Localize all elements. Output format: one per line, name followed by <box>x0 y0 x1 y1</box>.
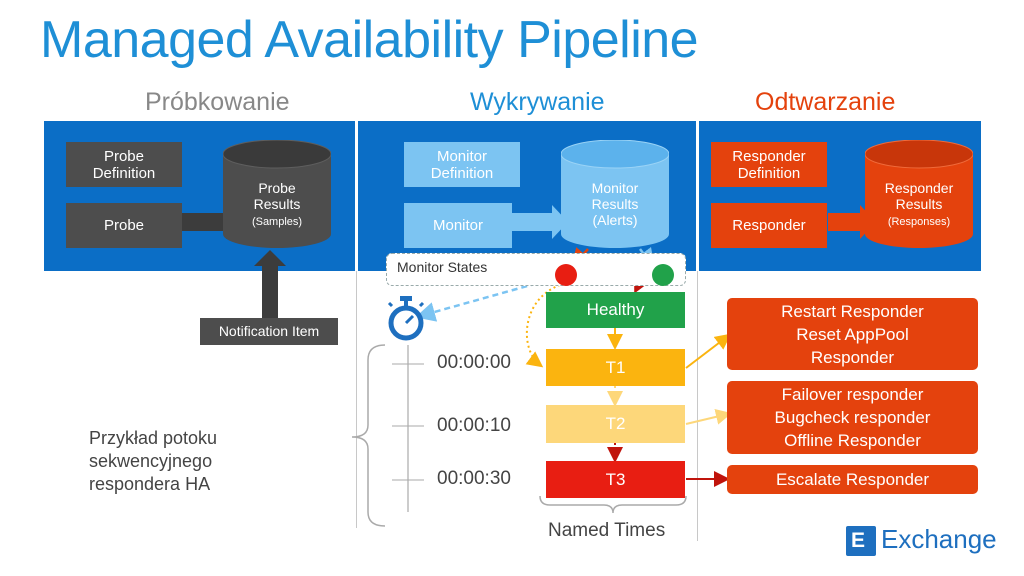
monitor-results-label: Monitor Results (Alerts) <box>591 180 639 228</box>
named-times-label: Named Times <box>548 520 666 541</box>
responder-box: Responder <box>711 203 827 248</box>
monitor-arrow <box>512 205 568 239</box>
monitor-states-box: Monitor States <box>386 253 686 286</box>
probe-results-cylinder: Probe Results (Samples) <box>223 140 331 248</box>
state-healthy: Healthy <box>546 292 685 328</box>
section-recovery: Odtwarzanie <box>755 88 896 116</box>
probe-box: Probe <box>66 203 182 248</box>
probe-results-sub: (Samples) <box>251 216 303 228</box>
exchange-logo-icon: E <box>846 526 876 556</box>
responder-action-t1-line1: Restart Responder <box>781 301 924 321</box>
responder-action-t1: Restart Responder Reset AppPool Responde… <box>727 298 978 370</box>
responder-action-t3: Escalate Responder <box>727 465 978 494</box>
responder-arrow <box>828 205 876 239</box>
example-note: Przykład potoku sekwencyjnego respondera… <box>89 428 218 494</box>
brand-name: Exchange <box>881 524 997 554</box>
monitor-box: Monitor <box>404 203 512 248</box>
responder-action-t1-line3: Responder <box>810 347 895 367</box>
state-t3: T3 <box>546 461 685 498</box>
notification-item-box: Notification Item <box>200 318 338 345</box>
responder-results-label: Responder Results <box>884 180 954 212</box>
notification-arrow <box>254 250 286 318</box>
responder-results-sub: (Responses) <box>887 216 951 228</box>
responder-action-t2-line3: Offline Responder <box>784 431 921 450</box>
probe-definition-box: Probe Definition <box>66 142 182 187</box>
section-detection: Wykrywanie <box>470 88 605 116</box>
responder-action-t2: Failover responder Bugcheck responder Of… <box>727 381 978 454</box>
state-t1: T1 <box>546 349 685 386</box>
state-t2: T2 <box>546 405 685 443</box>
responder-action-t1-line2: Reset AppPool <box>796 324 909 344</box>
page-title: Managed Availability Pipeline <box>40 11 699 69</box>
responder-action-t3-line1: Escalate Responder <box>775 470 930 489</box>
timer-1: 00:00:10 <box>437 415 511 436</box>
monitor-results-cylinder: Monitor Results (Alerts) <box>561 140 669 248</box>
divider-right <box>697 271 698 541</box>
unhealthy-state-icon <box>555 264 577 286</box>
divider-left <box>356 271 357 528</box>
section-sampling: Próbkowanie <box>145 88 290 116</box>
monitor-states-label: Monitor States <box>397 259 488 275</box>
monitor-definition-box: Monitor Definition <box>404 142 520 187</box>
responder-action-t2-line1: Failover responder <box>781 385 924 404</box>
timer-2: 00:00:30 <box>437 468 511 489</box>
responder-definition-box: Responder Definition <box>711 142 827 187</box>
healthy-state-icon <box>652 264 674 286</box>
stopwatch-icon <box>387 296 425 341</box>
responder-results-cylinder: Responder Results (Responses) <box>865 140 973 248</box>
probe-results-label: Probe Results <box>253 180 301 212</box>
responder-action-t2-line2: Bugcheck responder <box>774 408 931 427</box>
timer-0: 00:00:00 <box>437 352 511 373</box>
